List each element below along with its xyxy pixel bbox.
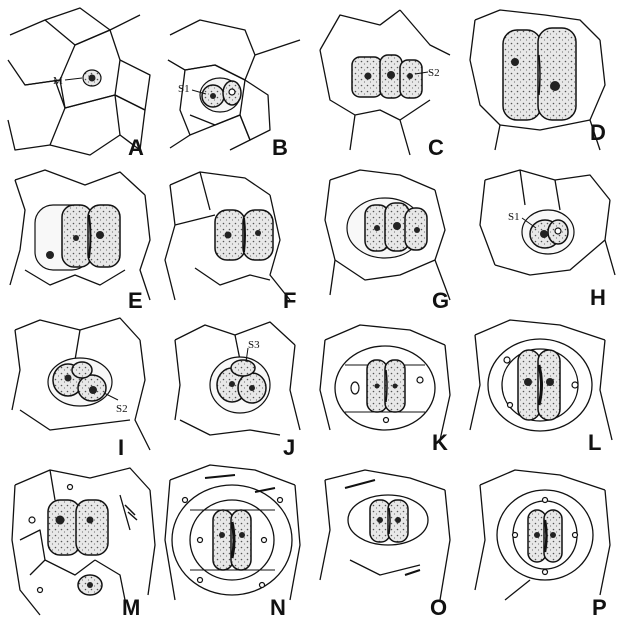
panel-label-l: L bbox=[588, 430, 601, 455]
panel-a: M A bbox=[8, 8, 150, 160]
panel-l: L bbox=[470, 320, 612, 455]
panel-label-o: O bbox=[430, 595, 447, 620]
annotation-s2-i: S2 bbox=[116, 403, 128, 415]
panel-f: F bbox=[165, 172, 296, 313]
annotation-s3-j: S3 bbox=[248, 339, 260, 351]
panel-j: S3 J bbox=[175, 322, 300, 460]
panel-n: N bbox=[165, 465, 300, 620]
panel-label-b: B bbox=[272, 135, 288, 160]
panel-label-a: A bbox=[128, 135, 144, 160]
panel-k: K bbox=[320, 325, 450, 455]
annotation-m: M bbox=[53, 75, 63, 87]
annotation-s1-b: S1 bbox=[178, 83, 190, 95]
panel-label-g: G bbox=[432, 288, 449, 313]
annotation-s2-c: S2 bbox=[428, 67, 440, 79]
panel-g: G bbox=[325, 170, 450, 313]
panel-label-f: F bbox=[283, 288, 296, 313]
annotation-s1-h: S1 bbox=[508, 211, 520, 223]
panel-label-n: N bbox=[270, 595, 286, 620]
panel-o: O bbox=[320, 470, 450, 620]
panel-label-m: M bbox=[122, 595, 140, 620]
panel-h: S1 H bbox=[480, 170, 615, 310]
panel-label-p: P bbox=[592, 595, 607, 620]
panel-label-i: I bbox=[118, 435, 124, 460]
panel-label-j: J bbox=[283, 435, 295, 460]
panel-c: S2 C bbox=[320, 10, 450, 160]
panel-i: S2 I bbox=[12, 318, 150, 460]
panel-d: D bbox=[470, 10, 606, 150]
panel-m: M bbox=[12, 468, 155, 620]
panel-label-k: K bbox=[432, 430, 448, 455]
panel-b: S1 B bbox=[168, 20, 300, 160]
panel-label-c: C bbox=[428, 135, 444, 160]
panel-p: P bbox=[475, 470, 610, 620]
panel-label-e: E bbox=[128, 288, 143, 313]
panel-e: E bbox=[10, 170, 150, 313]
panel-label-d: D bbox=[590, 120, 606, 145]
panel-label-h: H bbox=[590, 285, 606, 310]
